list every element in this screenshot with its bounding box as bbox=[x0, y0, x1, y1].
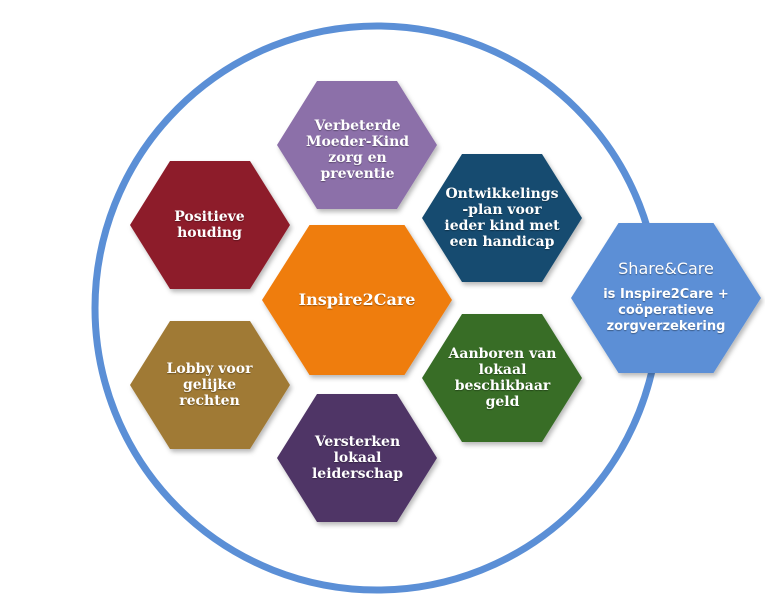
label-lokaal-geld: Aanboren van lokaal beschikbaar geld bbox=[448, 346, 557, 410]
hex-moeder-kind bbox=[277, 81, 437, 209]
label-lobby: Lobby voor gelijke rechten bbox=[166, 361, 253, 409]
hex-ontwikkelingsplan bbox=[422, 154, 582, 282]
hex-houding bbox=[130, 161, 290, 289]
hex-lobby bbox=[130, 321, 290, 449]
center-label: Inspire2Care bbox=[298, 290, 416, 309]
hex-share-care bbox=[571, 223, 761, 373]
hex-center bbox=[262, 225, 452, 375]
share-care-subtitle: is Inspire2Care + coöperatieve zorgverze… bbox=[603, 287, 729, 334]
share-care-block: Share&Care is Inspire2Care + coöperatiev… bbox=[582, 228, 750, 368]
label-houding: Positieve houding bbox=[174, 209, 245, 241]
hex-leiderschap bbox=[277, 394, 437, 522]
label-leiderschap: Versterken lokaal leiderschap bbox=[311, 434, 404, 482]
share-care-title: Share&Care bbox=[618, 259, 714, 278]
label-moeder-kind: Verbeterde Moeder-Kind zorg en preventie bbox=[305, 118, 410, 182]
hex-lokaal-geld bbox=[422, 314, 582, 442]
label-ontwikkelingsplan: Ontwikkelings -plan voor ieder kind met … bbox=[444, 186, 560, 250]
